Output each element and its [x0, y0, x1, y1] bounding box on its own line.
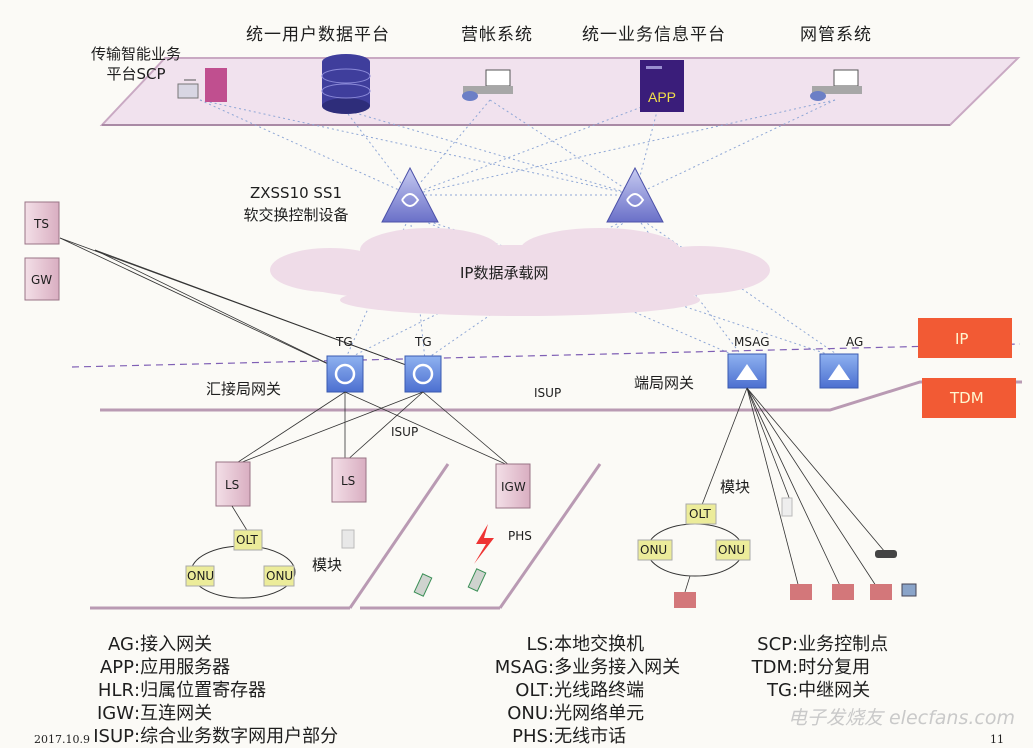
- end-office-gateway-label: 端局网关: [634, 374, 695, 392]
- billing-server-icon: [462, 69, 513, 101]
- isup-label-top: ISUP: [534, 386, 562, 400]
- database-icon: [321, 54, 371, 114]
- legend-item: AG:接入网关: [108, 634, 213, 655]
- olt-right-label: OLT: [689, 507, 711, 521]
- legend-item: IGW:互连网关: [96, 703, 213, 724]
- legend-item: HLR:归属位置寄存器: [97, 680, 267, 701]
- footer-date: 2017.10.9: [34, 733, 90, 746]
- ag-label: AG: [846, 335, 864, 349]
- router-icon: [875, 550, 897, 558]
- legend-item: OLT:光线路终端: [515, 680, 645, 701]
- softswitch-icon-1: [381, 166, 439, 223]
- ts-label: TS: [34, 217, 49, 231]
- gw-rack-icon: [24, 257, 60, 301]
- legend-item: TDM:时分复用: [751, 657, 871, 678]
- tdm-tag: [922, 378, 1016, 418]
- msag-label: MSAG: [734, 335, 770, 349]
- tg-label-1: TG: [336, 335, 353, 349]
- service-platform: [99, 57, 1021, 126]
- scp-server-icon: [177, 68, 227, 102]
- scp-label: 传输智能业务平台SCP: [90, 45, 181, 83]
- legend-item: TG:中继网关: [767, 680, 871, 701]
- ls-rack-icon-1: [215, 461, 251, 507]
- onu-left2-label: ONU: [266, 569, 294, 583]
- phone-icon-4: [870, 584, 892, 600]
- phone-handset-icon-1: [413, 573, 433, 597]
- isup-label-mid: ISUP: [391, 425, 419, 439]
- legend-item: LS:本地交换机: [526, 634, 645, 655]
- olt-ring-left: [185, 505, 296, 599]
- igw-label: IGW: [501, 480, 526, 494]
- phone-icon-2: [790, 584, 812, 600]
- app-server-icon: APP: [640, 60, 684, 112]
- phone-handset-icon-2: [467, 568, 487, 592]
- billing-label: 营帐系统: [461, 25, 533, 45]
- softswitch-icon-2: [606, 166, 664, 223]
- msag-gateway-icon: [727, 353, 767, 389]
- legend-column-2: LS:本地交换机 MSAG:多业务接入网关 OLT:光线路终端 ONU:光网络单…: [440, 633, 680, 748]
- local-links: [231, 391, 511, 467]
- legend-item: ISUP:综合业务数字网用户部分: [93, 726, 339, 747]
- onu-left1-label: ONU: [187, 569, 215, 583]
- gw-label: GW: [31, 273, 53, 287]
- tdm-tag-label: TDM: [950, 389, 984, 407]
- module-left-label: 模块: [312, 556, 343, 574]
- ip-tag-label: IP: [955, 330, 969, 348]
- trunk-links: [59, 237, 426, 373]
- pc-icon: [901, 583, 917, 597]
- tg-gateway-icon-2: [404, 355, 442, 393]
- module-icon-left: [341, 529, 355, 549]
- onu-right1-label: ONU: [640, 543, 668, 557]
- legend-item: MSAG:多业务接入网关: [494, 657, 681, 678]
- olt-left-label: OLT: [236, 533, 258, 547]
- ls-rack-icon-2: [331, 457, 367, 503]
- tg-gateway-icon-1: [326, 355, 364, 393]
- watermark: 电子发烧友 elecfans.com: [787, 707, 1015, 729]
- control-links: [199, 99, 846, 361]
- olt-ring-right: [637, 503, 751, 593]
- ip-tag: [918, 318, 1012, 358]
- module-icon-right: [781, 497, 793, 517]
- ip-cloud-label: IP数据承载网: [460, 264, 549, 282]
- ts-rack-icon: [24, 201, 60, 245]
- module-right-label: 模块: [720, 478, 751, 496]
- footer-page: 11: [990, 733, 1004, 746]
- onu-right2-label: ONU: [718, 543, 746, 557]
- legend-column-3: SCP:业务控制点 TDM:时分复用 TG:中继网关: [732, 633, 888, 702]
- phone-icon-1: [674, 592, 696, 608]
- ls-label-1: LS: [225, 478, 240, 492]
- phone-icon-3: [832, 584, 854, 600]
- legend-item: APP:应用服务器: [99, 657, 231, 678]
- legend-item: SCP:业务控制点: [757, 634, 889, 655]
- unified-service-info-label: 统一业务信息平台: [582, 25, 726, 45]
- tandem-gateway-label: 汇接局网关: [206, 380, 282, 398]
- legend-item: ONU:光网络单元: [507, 703, 645, 724]
- app-label: APP: [648, 89, 676, 105]
- ip-cloud: [270, 228, 770, 316]
- phs-lightning-icon: [474, 524, 494, 564]
- igw-rack-icon: [495, 463, 531, 509]
- msag-links: [699, 387, 886, 593]
- ip-tdm-boundary: [71, 343, 1021, 368]
- unified-user-data-label: 统一用户数据平台: [246, 25, 390, 45]
- legend-item: PHS:无线市话: [512, 726, 627, 747]
- phs-label: PHS: [508, 529, 532, 543]
- ls-label-2: LS: [341, 474, 356, 488]
- ag-gateway-icon: [819, 353, 859, 389]
- nms-server-icon: [810, 69, 862, 101]
- legend-column-1: AG:接入网关 APP:应用服务器 HLR:归属位置寄存器 IGW:互连网关 I…: [36, 633, 338, 748]
- access-lanes: [90, 463, 602, 610]
- tg-label-2: TG: [415, 335, 432, 349]
- nms-label: 网管系统: [800, 25, 872, 45]
